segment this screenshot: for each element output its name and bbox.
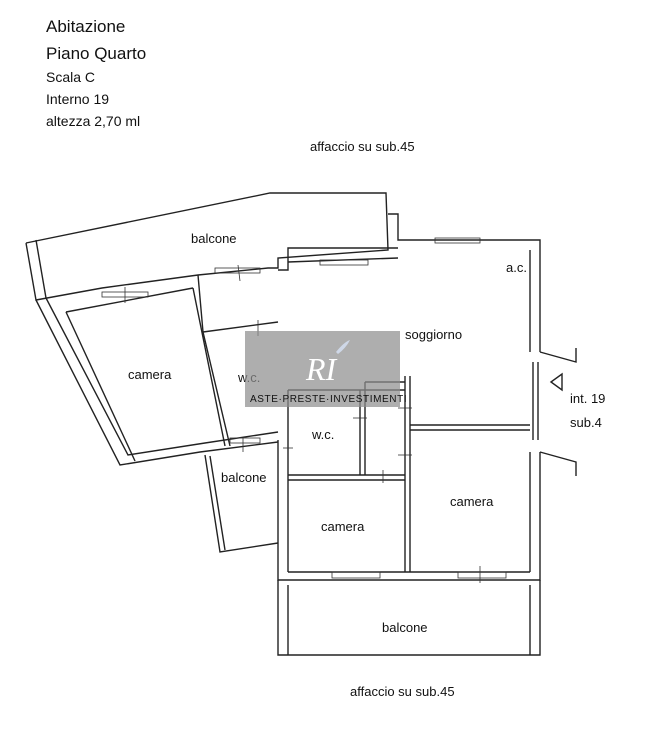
room-label-balcony-small: balcone <box>221 470 267 485</box>
left-wing-walls <box>35 274 279 466</box>
title-abitazione: Abitazione <box>46 17 126 36</box>
watermark-logo: RI <box>305 351 338 387</box>
label-scala: Scala C <box>46 69 96 85</box>
watermark-swoosh-icon <box>336 340 350 354</box>
room-label-balcony-bottom: balcone <box>382 620 428 635</box>
top-view-note: affaccio su sub.45 <box>310 139 415 154</box>
window-marks <box>101 237 507 583</box>
room-label-bedroom-right: camera <box>450 494 494 509</box>
balcony-bottom-outline <box>277 580 541 656</box>
entrance-label-sub: sub.4 <box>570 415 602 430</box>
watermark-box <box>245 331 400 407</box>
room-label-balcony-top: balcone <box>191 231 237 246</box>
room-label-bedroom-left: camera <box>128 367 172 382</box>
balcony-small-outline <box>204 454 279 553</box>
entrance-door <box>532 348 577 476</box>
label-interno: Interno 19 <box>46 91 110 107</box>
watermark-text: ASTE·PRESTE·INVESTIMENTI <box>250 394 407 405</box>
entrance-label-int: int. 19 <box>570 391 605 406</box>
room-label-living: soggiorno <box>405 327 462 342</box>
watermark: RI ASTE·PRESTE·INVESTIMENTI <box>245 331 407 407</box>
title-floor: Piano Quarto <box>46 44 147 63</box>
balcony-top-outline <box>25 192 389 301</box>
bottom-view-note: affaccio su sub.45 <box>350 684 455 699</box>
room-label-ac: a.c. <box>506 260 527 275</box>
room-label-bedroom-center: camera <box>321 519 365 534</box>
room-label-wc-center: w.c. <box>311 427 334 442</box>
apartment-walls <box>277 213 541 581</box>
label-altezza: altezza 2,70 ml <box>46 113 141 129</box>
